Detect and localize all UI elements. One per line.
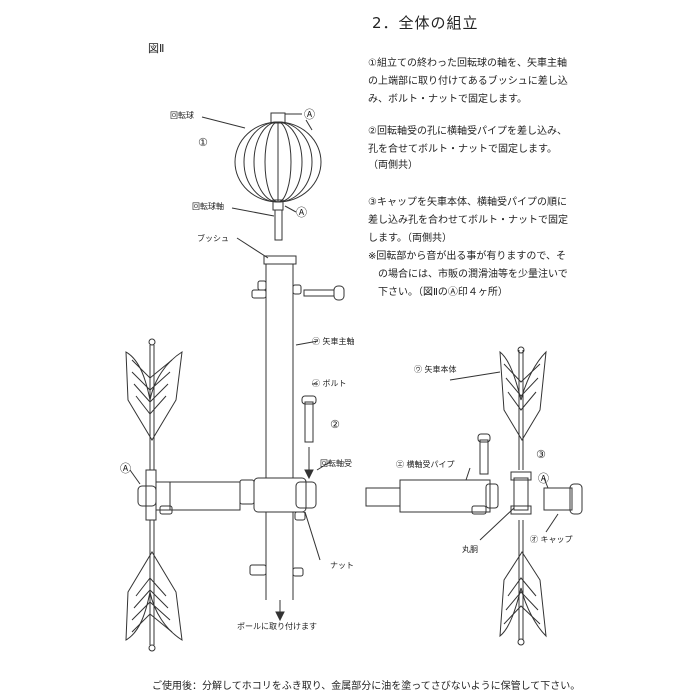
label-pole: ポールに取り付けます <box>237 622 317 631</box>
label-main-shaft: ㋐ 矢車主軸 <box>312 337 355 346</box>
usage-note: ご使用後：分解してホコリをふき取り、金属部分に油を塗ってさびないように保管して下… <box>152 681 581 692</box>
a-mark-3: Ⓐ <box>120 462 131 475</box>
instruction-line: 下さい。（図ⅡのⒶ印４ヶ所） <box>368 287 508 298</box>
main-shaft-drawing <box>251 255 345 478</box>
instruction-line: 差し込み孔を合わせてボルト・ナットで固定 <box>368 215 568 226</box>
instruction-line: の上端部に取り付けてあるブッシュに差し込 <box>368 76 568 87</box>
right-arrow-wheel-drawing <box>499 346 547 646</box>
label-step-3: ③ <box>536 448 546 461</box>
label-horizontal-pipe: ㋓ 横軸受パイプ <box>396 460 455 469</box>
label-step-1: ① <box>198 136 208 149</box>
label-rotating-ball: 回転球 <box>170 111 194 120</box>
label-bearing: 回転軸受 <box>320 459 352 468</box>
left-arrow-wheel-drawing <box>125 338 183 652</box>
a-mark-2: Ⓐ <box>296 206 307 219</box>
instruction-line: ②回転軸受の孔に横軸受パイプを差し込み、 <box>368 126 567 137</box>
rotating-ball-drawing <box>234 112 322 241</box>
instruction-line: ※回転部から音が出る事が有りますので、そ <box>368 251 566 262</box>
instruction-line: み、ボルト・ナットで固定します。 <box>368 94 527 105</box>
instruction-line: ③キャップを矢車本体、横軸受パイプの順に <box>368 197 567 208</box>
label-arrow-wheel-body: ㋒ 矢車本体 <box>414 365 457 374</box>
instruction-line: 孔を合せてボルト・ナットで固定します。 <box>368 144 557 155</box>
label-round-body: 丸胴 <box>462 545 478 554</box>
label-bolt: ㋑ ボルト <box>312 379 347 388</box>
label-nut: ナット <box>330 561 354 570</box>
instruction-line: （両側共） <box>368 160 418 171</box>
a-mark-1: Ⓐ <box>304 108 315 121</box>
bearing-drawing <box>239 461 331 622</box>
figure-label: 図Ⅱ <box>148 42 165 55</box>
label-bush: ブッシュ <box>197 234 229 243</box>
label-cap: ㋔ キャップ <box>530 535 573 544</box>
label-step-2: ② <box>330 418 340 431</box>
page-title: 2．全体の組立 <box>372 14 479 32</box>
instruction-line: します。（両側共） <box>368 233 452 244</box>
label-ball-shaft: 回転球軸 <box>192 202 224 211</box>
a-mark-4: Ⓐ <box>538 472 549 485</box>
instruction-line: ①組立ての終わった回転球の軸を、矢車主軸 <box>368 58 567 69</box>
instruction-line: の場合には、市販の潤滑油等を少量注いで <box>368 269 568 280</box>
